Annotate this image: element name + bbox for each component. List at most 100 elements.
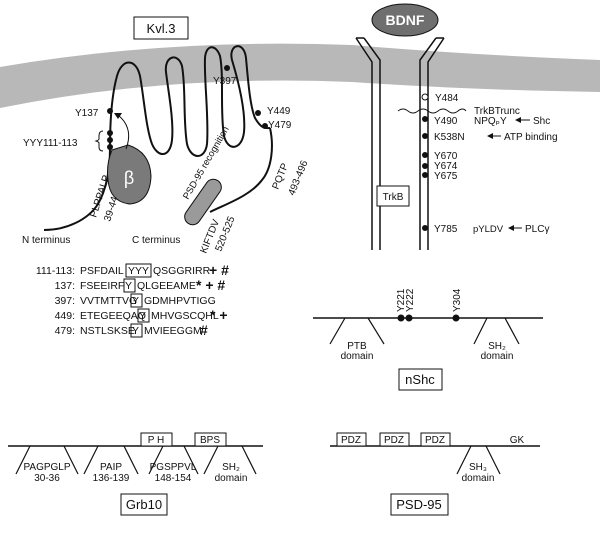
seq-pre: FSEEIRF (80, 280, 124, 292)
seq-mark: # (200, 322, 208, 338)
grb10-tick (15, 445, 31, 475)
site-dot-y222 (405, 314, 413, 322)
kv13-title: Kvl.3 (147, 21, 176, 36)
yyy-brace (94, 130, 104, 152)
site-dot-y674 (422, 163, 428, 169)
grb10-title-box (120, 493, 168, 516)
seq-box-outline (137, 308, 150, 323)
kv13-transmembrane-loops (109, 45, 271, 157)
sequence-row: 397: VVTMTTVG Y GDMHPVTIGG (55, 293, 216, 308)
label-y675: Y675 (434, 171, 458, 182)
plc-arrowhead (508, 225, 514, 231)
label-trkbtrunc: TrkBTrunc (474, 106, 520, 117)
seq-box-outline (123, 278, 136, 293)
atp-arrowhead (487, 133, 493, 139)
seq-pre: PSFDAIL (80, 265, 124, 277)
label-y449: Y449 (267, 106, 291, 117)
site-dot-yyy1 (107, 130, 113, 136)
trkb-membrane (352, 45, 600, 92)
nshc-ptb-right (367, 317, 385, 345)
label-pqtp-range: 493-496 (287, 159, 311, 198)
label-pdz3: PDZ (425, 435, 445, 446)
shc-arrowhead (515, 117, 521, 123)
sequence-alignment: 111-113: PSFDAIL YYY QSGGRIRR + # 137: F… (36, 262, 229, 338)
label-pagpglp-range: 30-36 (34, 473, 60, 484)
seq-pre: NSTLSKSE (80, 325, 135, 337)
nshc-panel: Y221 Y222 Y304 PTB domain SH₂ domain nSh… (313, 288, 543, 391)
seq-box-outline (130, 323, 143, 338)
seq-pre: VVTMTTVG (80, 295, 137, 307)
site-dot-y449 (255, 110, 261, 116)
label-ptb: PTB (347, 341, 367, 352)
site-dot-y675 (422, 172, 428, 178)
trkb-right-outer (427, 37, 445, 250)
label-y674: Y674 (434, 161, 458, 172)
seq-pre: ETEGEEQAQ (80, 310, 146, 322)
sequence-row: 449: ETEGEEQAQ Y MHVGSCQHL * + (55, 307, 228, 323)
label-shc: Shc (533, 116, 550, 127)
site-dot-yyy2 (107, 137, 113, 143)
beta-subunit (107, 144, 152, 205)
site-dot-yyy3 (107, 144, 113, 150)
seq-pos: 137: (55, 280, 75, 292)
site-dot-y397 (224, 65, 230, 71)
psd95-title: PSD-95 (396, 497, 442, 512)
seq-pos: 397: (55, 295, 75, 307)
seq-pos: 479: (55, 325, 75, 337)
label-c-terminus: C terminus (132, 235, 180, 246)
label-grb10-sh2-domain: domain (215, 473, 248, 484)
site-dot-y221 (397, 314, 405, 322)
site-dot-y479 (262, 123, 268, 129)
seq-post: MVIEEGGM (144, 325, 202, 337)
seq-mark: * + (210, 307, 228, 323)
bdnf-label: BDNF (386, 12, 425, 28)
seq-post: QSGGRIRR (153, 265, 211, 277)
grb10-title: Grb10 (126, 497, 162, 512)
label-sh3-domain: domain (462, 473, 495, 484)
grb10-tick (123, 445, 139, 475)
nshc-title: nShc (405, 372, 435, 387)
label-plc: PLCγ (525, 224, 549, 235)
label-n-terminus: N terminus (22, 235, 70, 246)
seq-pos: 111-113: (36, 265, 75, 277)
grb10-tick (203, 445, 219, 475)
pdz3-box (420, 432, 451, 447)
label-pgsppvl-range: 148-154 (155, 473, 192, 484)
sequence-row: 479: NSTLSKSE Y MVIEEGGM # (55, 322, 208, 338)
seq-box: Y (132, 325, 139, 337)
grb10-tick (183, 445, 199, 475)
grb10-tick (241, 445, 257, 475)
psd95-title-box (390, 493, 449, 516)
grb10-tick (83, 445, 99, 475)
label-yyy111-113: YYY111-113 (23, 138, 78, 149)
label-y785: Y785 (434, 224, 458, 235)
seq-post: MHVGSCQHL (151, 310, 219, 322)
label-y484: Y484 (435, 93, 459, 104)
kv13-panel: Kvl.3 Y397 Y449 Y479 Y137 YYY111-113 β P… (0, 16, 352, 255)
label-y479: Y479 (268, 120, 292, 131)
label-gk: GK (510, 435, 525, 446)
site-dot-y785 (422, 225, 428, 231)
seq-box: Y (139, 310, 146, 322)
kv13-membrane (0, 43, 352, 108)
grb10-tick (148, 445, 164, 475)
psd95-sh3-right (485, 445, 501, 475)
seq-box-outline (130, 293, 143, 308)
label-paip-range: 136-139 (93, 473, 130, 484)
seq-mark: * + # (196, 277, 225, 293)
label-y222: Y222 (405, 288, 416, 312)
label-nshc-sh2-domain: domain (481, 351, 514, 362)
beta-arrow (117, 114, 130, 150)
label-pyldv: pYLDV (473, 224, 504, 235)
label-pagpglp: PAGPGLP (23, 462, 70, 473)
label-y397: Y397 (213, 76, 237, 87)
site-dot-y304 (452, 314, 460, 322)
kv13-title-box (133, 16, 189, 40)
seq-mark: + # (209, 262, 229, 278)
beta-label: β (124, 168, 134, 188)
label-pqtp: PQTP (271, 161, 292, 191)
seq-box-outline (125, 263, 152, 278)
grb10-ph-box (140, 432, 173, 447)
label-npqpy: NPQₚY (474, 116, 507, 127)
